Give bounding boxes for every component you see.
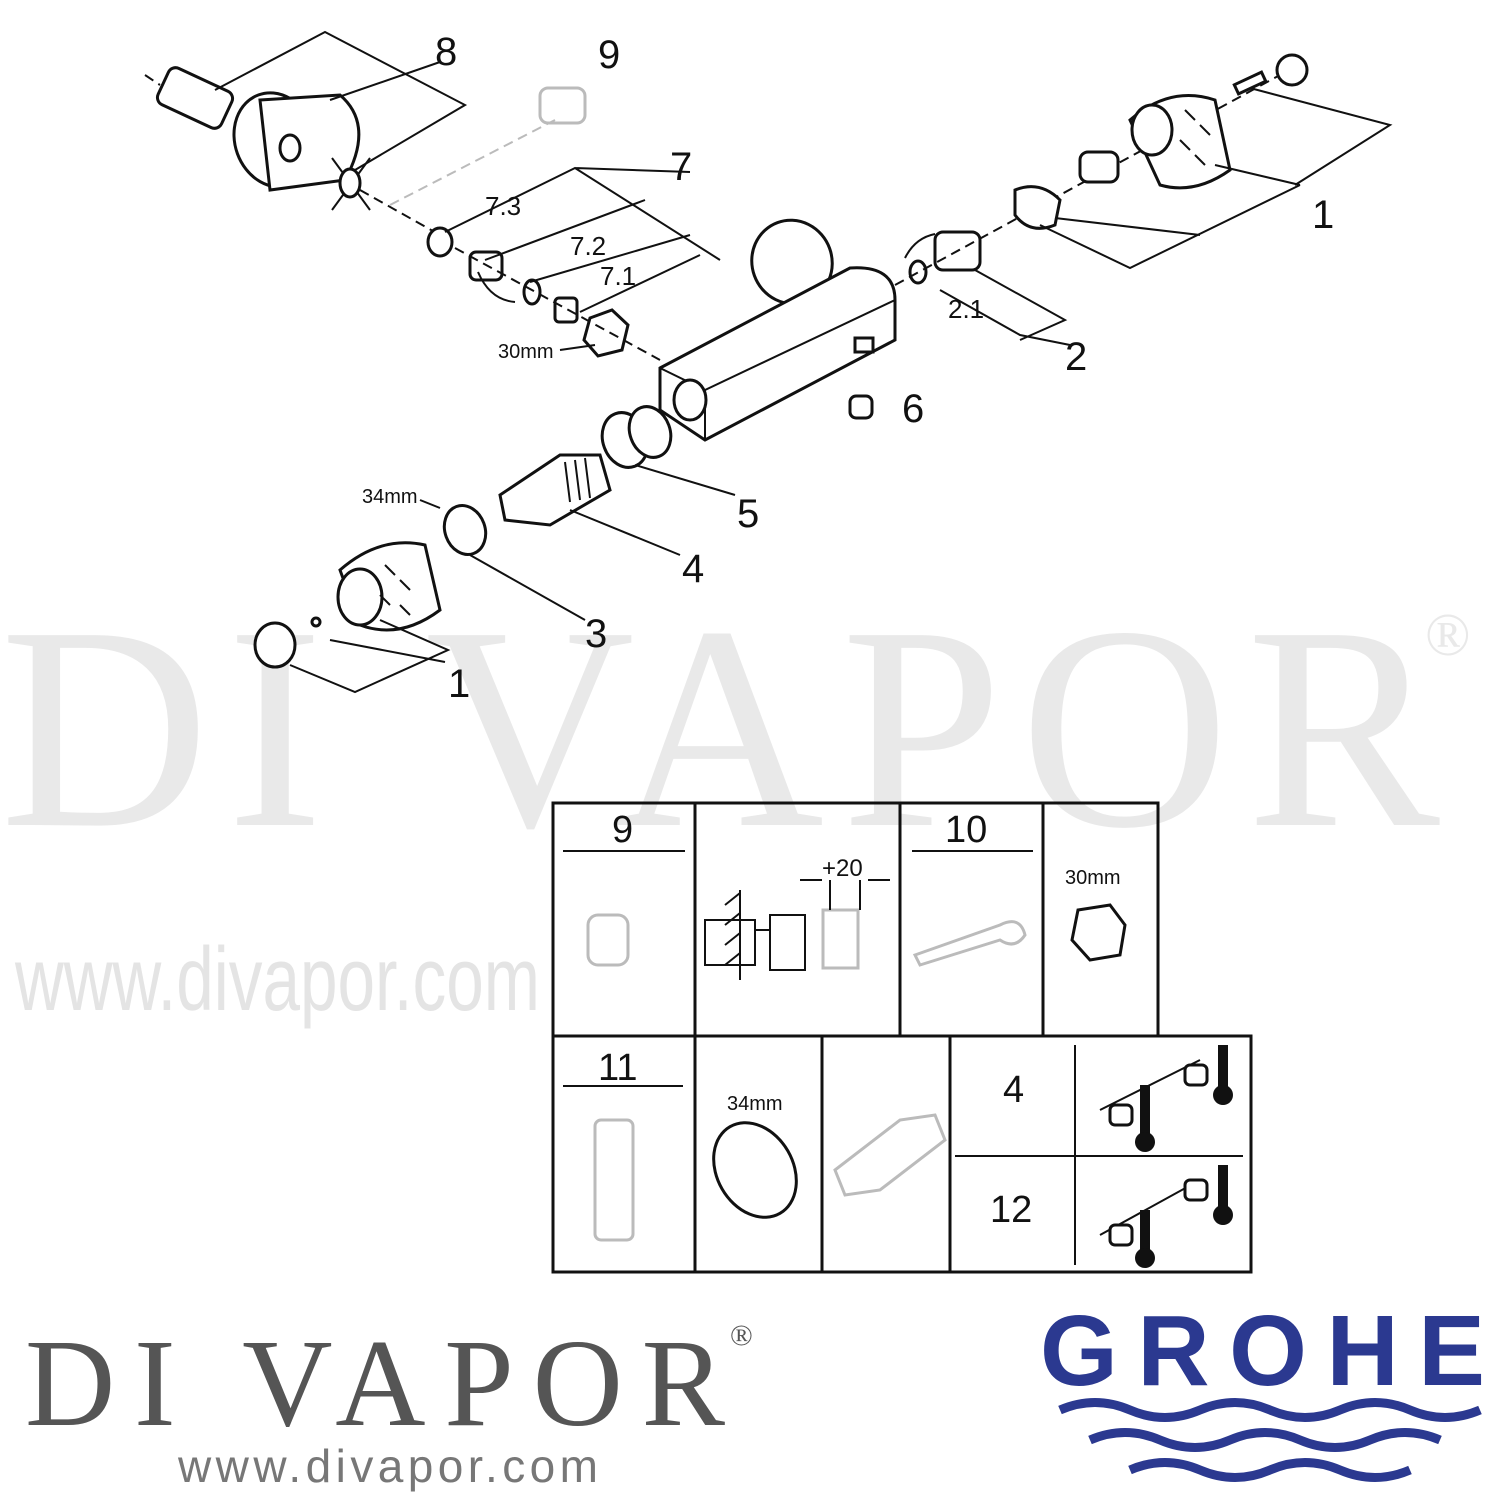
divapor-registered: ®: [730, 1319, 753, 1352]
table-nut-30mm: 30mm: [1065, 867, 1121, 889]
callout-4: 4: [682, 547, 704, 591]
divapor-logo: DI VAPOR ® www.divapor.com: [25, 1315, 753, 1492]
part-9-extension: [389, 86, 587, 206]
callout-34mm: 34mm: [362, 486, 418, 508]
divapor-url: www.divapor.com: [177, 1440, 598, 1492]
callout-6: 6: [902, 387, 924, 431]
part-8-connector: [144, 30, 468, 236]
part-5-nut: [600, 405, 736, 496]
part-3-ring: [419, 499, 586, 621]
thermometer-icon: [1099, 1045, 1233, 1268]
thermostat-body: [658, 218, 897, 442]
part-2-cartridge: [894, 74, 1281, 346]
callout-labels: 8 9 7 7.3 7.2 7.1 30mm 1 2.1 2 6 5 4 34m…: [362, 30, 1334, 706]
callout-7: 7: [670, 145, 692, 189]
callout-7-2: 7.2: [570, 231, 606, 261]
callout-5: 5: [737, 492, 759, 536]
watermark-brand: DI VAPOR: [0, 567, 1441, 888]
accessory-table: 9 +20 10 30mm 11 34mm 4 12: [551, 801, 1253, 1274]
table-label-4: 4: [1003, 1069, 1024, 1111]
part-7-group: [426, 166, 721, 361]
table-label-11: 11: [598, 1047, 637, 1089]
table-label-10: 10: [945, 809, 987, 851]
callout-2: 2: [1065, 335, 1087, 379]
nut-icon: [1070, 903, 1127, 962]
part-1-left-handle: [253, 541, 451, 694]
watermark-registered: ®: [1425, 602, 1471, 668]
divapor-brand: DI VAPOR: [25, 1315, 726, 1453]
callout-9: 9: [598, 33, 620, 77]
table-label-12: 12: [990, 1189, 1032, 1231]
grohe-brand: GROHE: [1040, 1295, 1485, 1407]
grohe-logo: GROHE: [1040, 1295, 1485, 1482]
callout-1-left: 1: [448, 662, 470, 706]
wrench-icon: [912, 920, 1027, 967]
callout-2-1: 2.1: [948, 294, 984, 324]
table-offset-20: +20: [822, 855, 863, 882]
part-1-right-handle: [1013, 53, 1393, 270]
callout-3: 3: [585, 612, 607, 656]
callout-30mm: 30mm: [498, 341, 554, 363]
callout-1-right: 1: [1312, 193, 1334, 237]
table-label-9: 9: [612, 809, 633, 851]
table-ring-34mm: 34mm: [727, 1093, 783, 1115]
callout-8: 8: [435, 30, 457, 74]
callout-7-3: 7.3: [485, 191, 521, 221]
watermark-url: www.divapor.com: [14, 930, 540, 1030]
callout-7-1: 7.1: [600, 261, 636, 291]
part-4-thermoelement: [498, 453, 681, 556]
